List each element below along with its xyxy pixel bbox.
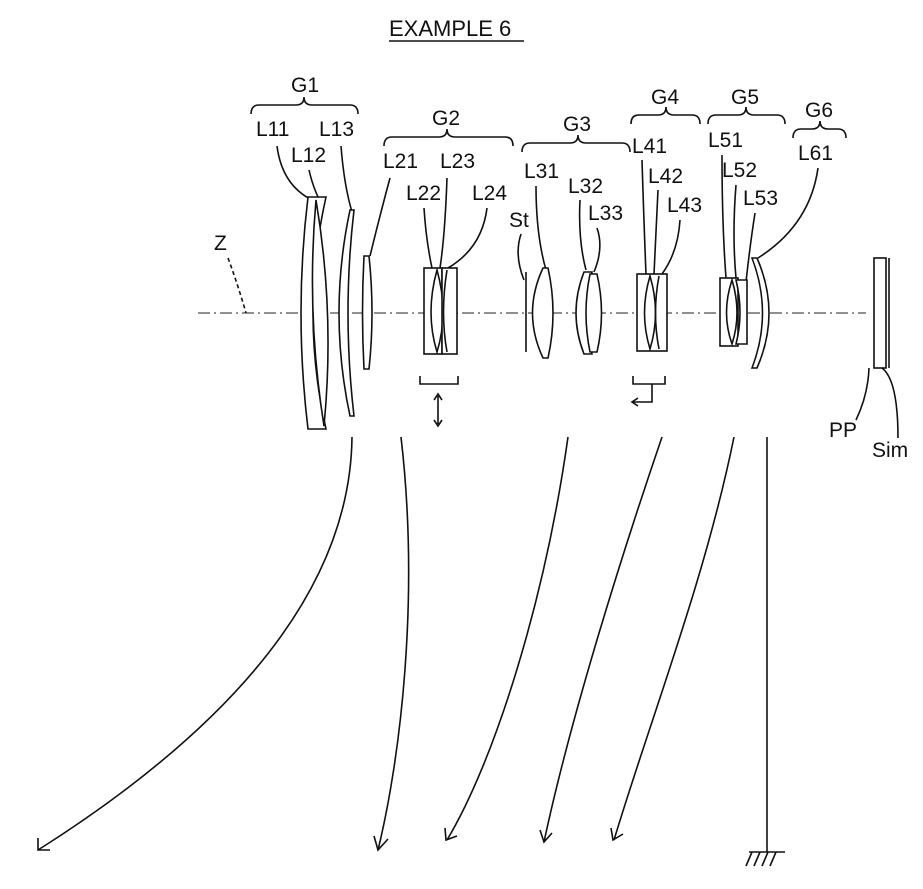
locus-g1 <box>37 436 353 851</box>
lens-label-l52: L52 <box>722 159 757 182</box>
locus-g4 <box>543 436 663 843</box>
brace-g5 <box>707 106 786 125</box>
g2-focus-bracket <box>419 376 459 385</box>
lens-label-l43: L43 <box>667 194 702 217</box>
lens-l12 <box>311 199 329 427</box>
lens-label-l12: L12 <box>291 144 326 167</box>
leader-l53 <box>745 212 756 283</box>
group-label-g4: G4 <box>651 86 679 109</box>
leader-l43 <box>661 219 681 275</box>
lens-l33 <box>585 273 603 353</box>
lens-label-l32: L32 <box>568 175 603 198</box>
leader-l23 <box>439 177 448 269</box>
leader-l31 <box>535 185 547 271</box>
lens-l42 <box>643 273 657 352</box>
lens-l61 <box>750 257 770 369</box>
lens-label-l53: L53 <box>743 187 778 210</box>
lens-l31 <box>531 267 554 359</box>
plate-label: PP <box>829 419 857 442</box>
brace-g3 <box>521 134 631 153</box>
diagram-title: EXAMPLE 6 <box>389 16 511 41</box>
image-plane-label: Sim <box>872 439 908 462</box>
brace-g6 <box>792 120 847 139</box>
lens-l13 <box>338 209 355 417</box>
group-label-g2: G2 <box>432 107 460 130</box>
lens-l24-curve <box>442 269 448 353</box>
locus-g5-arrowhead <box>610 827 624 842</box>
lens-l52 <box>725 277 738 347</box>
leader-sim <box>881 367 899 439</box>
lens-label-l13: L13 <box>319 118 354 141</box>
leader-l22 <box>423 207 433 269</box>
lens-label-l23: L23 <box>440 150 475 173</box>
leader-l13 <box>340 145 353 213</box>
lens-label-l24: L24 <box>472 182 507 205</box>
leader-l24 <box>447 207 488 269</box>
lens-label-l11: L11 <box>256 118 289 141</box>
leader-l61 <box>757 167 819 259</box>
group-label-g3: G3 <box>563 113 591 136</box>
axis-leader <box>227 257 247 314</box>
lens-label-l22: L22 <box>406 182 441 205</box>
leader-l52 <box>733 184 737 279</box>
locus-g3-arrowhead <box>444 827 458 842</box>
lens-l24 <box>441 267 458 355</box>
lens-label-l31: L31 <box>524 160 559 183</box>
lens-label-l51: L51 <box>708 129 743 152</box>
leader-pp <box>855 367 870 421</box>
leader-l51 <box>721 154 727 279</box>
locus-g4-arrowhead <box>539 829 553 844</box>
lens-l43 <box>654 275 660 350</box>
locus-g3 <box>446 436 569 841</box>
brace-g2 <box>383 128 514 147</box>
lens-label-l42: L42 <box>648 165 683 188</box>
stop-label: St <box>509 209 529 232</box>
locus-g2-arrowhead <box>373 835 389 852</box>
fixed-ground-hatch <box>745 851 777 867</box>
lens-label-l61: L61 <box>798 142 833 165</box>
locus-g2 <box>377 436 410 851</box>
brace-g1 <box>250 96 359 115</box>
lens-label-l21: L21 <box>383 150 418 173</box>
g4-move-bracket <box>632 376 666 385</box>
leader-l21 <box>369 177 391 257</box>
group-label-g5: G5 <box>731 86 759 109</box>
group-label-g6: G6 <box>805 99 833 122</box>
locus-g5 <box>613 436 735 841</box>
g2-focus-double-arrow <box>433 392 443 428</box>
leader-l32 <box>578 199 587 271</box>
lens-label-l33: L33 <box>588 202 623 225</box>
leader-l33 <box>593 227 601 273</box>
lens-l53 <box>734 279 748 345</box>
lens-l21 <box>361 255 373 370</box>
group-label-g1: G1 <box>291 74 319 97</box>
axis-label-z: Z <box>214 232 227 255</box>
leader-l41 <box>641 159 647 275</box>
parallel-plate-pp <box>873 257 887 369</box>
leader-l42 <box>653 189 659 275</box>
g4-move-arrow <box>630 384 653 407</box>
leader-st <box>517 233 525 281</box>
locus-g1-arrowhead <box>37 838 50 851</box>
brace-g4 <box>630 106 701 125</box>
leader-l11 <box>276 145 313 201</box>
lens-label-l41: L41 <box>632 135 667 158</box>
